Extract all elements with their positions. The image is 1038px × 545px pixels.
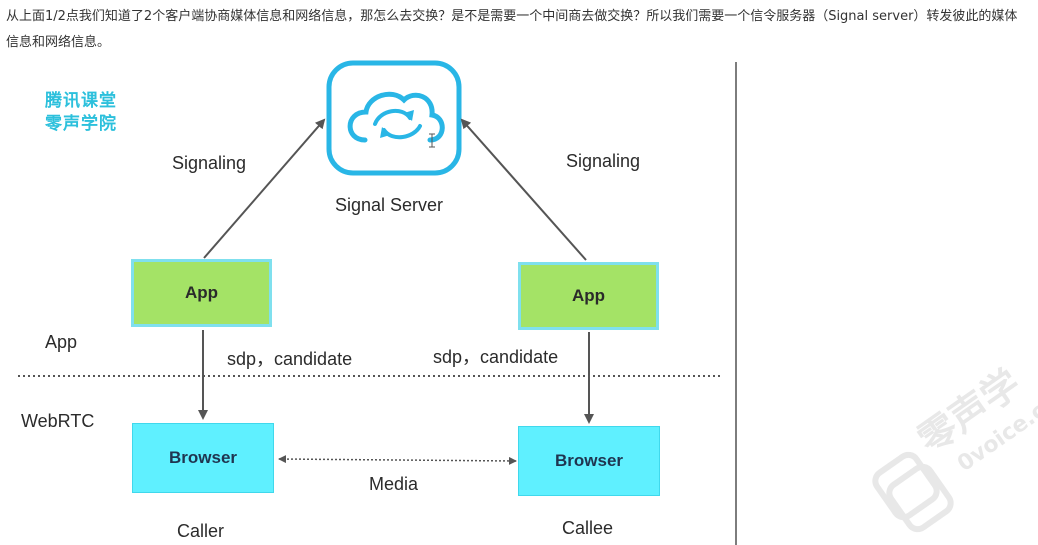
caller-label: Caller: [177, 521, 225, 541]
cloud-sync-icon: [326, 60, 462, 176]
app-box-right: App: [518, 262, 659, 330]
brand-line-1: 腾讯课堂: [45, 91, 117, 111]
callee-label: Callee: [562, 518, 614, 538]
app-box-left: App: [131, 259, 272, 327]
sdp-left-label: sdp，candidate: [227, 349, 353, 369]
media-link: [278, 455, 517, 465]
signal-server-label: Signal Server: [335, 195, 444, 215]
browser-box-left: Browser: [132, 423, 274, 493]
app-box-right-label: App: [571, 286, 606, 305]
media-label: Media: [369, 474, 419, 494]
sdp-right-label: sdp，candidate: [433, 347, 559, 367]
brand-logo-text: 腾讯课堂 零声学院: [45, 90, 117, 136]
layer-webrtc-label: WebRTC: [21, 411, 95, 431]
intro-paragraph: 从上面1/2点我们知道了2个客户端协商媒体信息和网络信息，那怎么去交换？是不是需…: [6, 9, 1018, 50]
vertical-divider: [735, 62, 737, 545]
arrow-left-app-to-server: [203, 118, 326, 259]
browser-box-right: Browser: [518, 426, 660, 496]
brand-line-2: 零声学院: [45, 114, 117, 134]
arrow-right-app-to-server: [460, 118, 587, 261]
signaling-left-label: Signaling: [172, 153, 247, 173]
app-box-left-label: App: [184, 283, 219, 302]
browser-box-right-label: Browser: [554, 451, 624, 470]
signaling-right-label: Signaling: [566, 151, 641, 171]
browser-box-left-label: Browser: [168, 448, 238, 467]
watermark-logo: 零声学 0voice.c: [872, 361, 1038, 533]
layer-app-label: App: [45, 332, 78, 352]
